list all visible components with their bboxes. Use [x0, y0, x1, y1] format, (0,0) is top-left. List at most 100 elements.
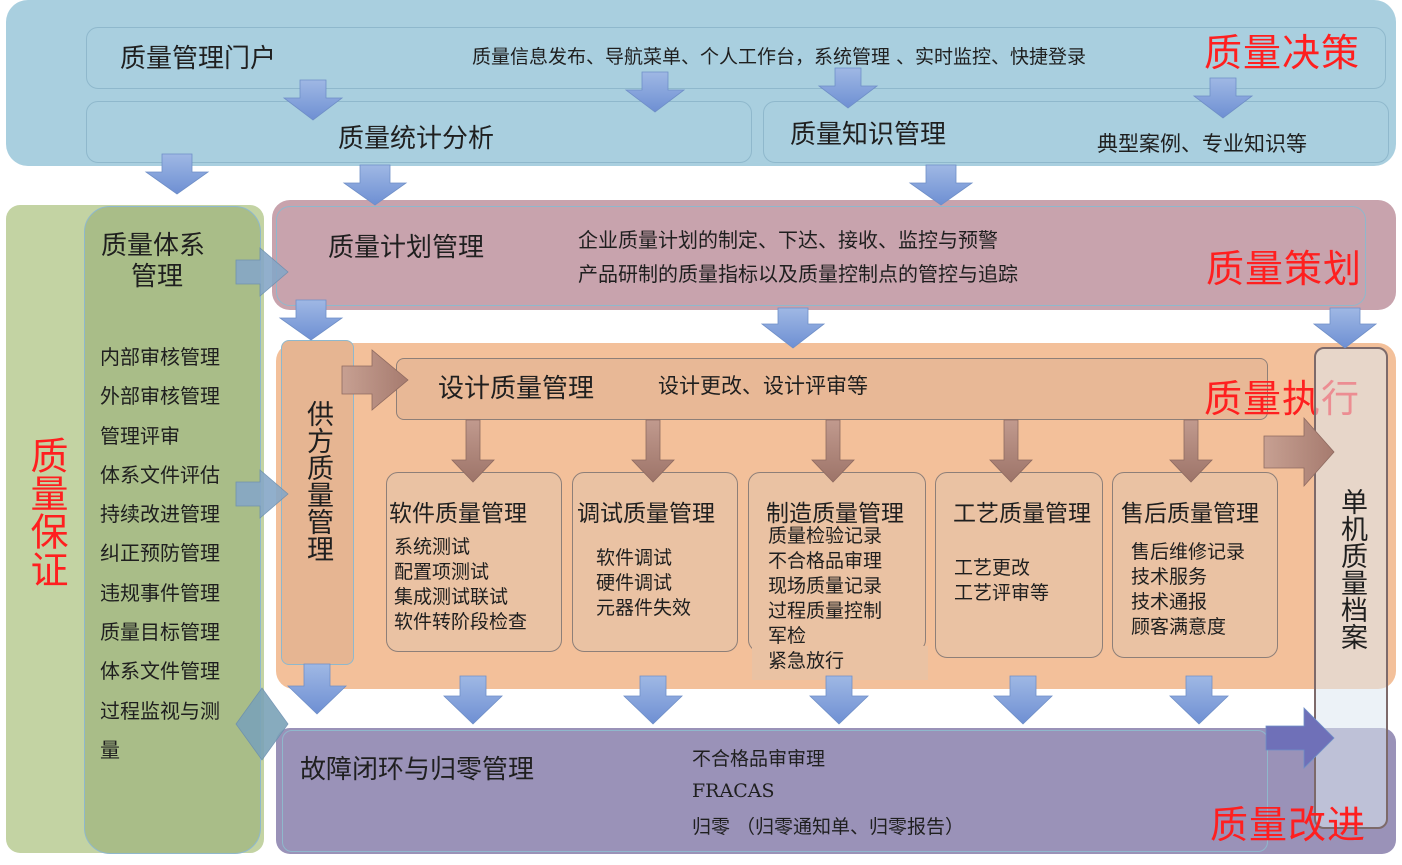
right-arrow — [235, 247, 289, 297]
module-item: 系统测试 — [394, 536, 471, 558]
down-arrow — [278, 299, 344, 341]
right-arrow — [341, 349, 409, 411]
archive-label: 单机质量档案 — [1336, 488, 1367, 650]
assurance-item: 管理评审 — [100, 423, 180, 448]
down-arrow — [623, 675, 683, 725]
module-item: 工艺更改 — [954, 557, 1031, 579]
process-quality-title: 工艺质量管理 — [953, 501, 1091, 527]
planning-box — [276, 206, 1366, 306]
portal-title: 质量管理门户 — [120, 44, 277, 74]
decision-label: 质量决策 — [1204, 31, 1361, 75]
design-box — [396, 358, 1268, 420]
system-title-1: 质量体系 — [101, 231, 206, 261]
module-item: 质量检验记录 — [768, 525, 883, 547]
assurance-system-box — [84, 206, 261, 854]
down-arrow — [1169, 419, 1213, 483]
assurance-item: 持续改进管理 — [100, 502, 220, 527]
aftersales-quality-box — [1112, 472, 1278, 658]
module-item: 现场质量记录 — [768, 575, 883, 597]
improvement-box — [282, 730, 1268, 852]
improvement-item: 不合格品审审理 — [692, 748, 826, 770]
module-item: 售后维修记录 — [1131, 541, 1246, 563]
module-item: 技术通报 — [1131, 591, 1208, 613]
down-arrow — [1312, 307, 1378, 349]
down-arrow — [760, 307, 826, 349]
down-arrow — [809, 675, 869, 725]
module-item: 不合格品审理 — [768, 550, 883, 572]
assurance-item: 体系文件管理 — [100, 659, 220, 684]
debug-quality-title: 调试质量管理 — [577, 501, 715, 527]
module-item: 硬件调试 — [596, 572, 673, 594]
stats-box — [86, 101, 752, 163]
module-item: 工艺评审等 — [954, 582, 1050, 604]
improvement-item: FRACAS — [692, 780, 775, 802]
down-arrow — [342, 164, 408, 206]
down-arrow — [1192, 77, 1254, 119]
down-arrow — [624, 71, 686, 113]
manufacturing-quality-box — [748, 472, 926, 652]
assurance-item: 外部审核管理 — [100, 384, 220, 409]
down-arrow — [443, 675, 503, 725]
assurance-item: 纠正预防管理 — [100, 541, 220, 566]
assurance-item: 内部审核管理 — [100, 345, 220, 369]
module-item: 软件调试 — [596, 547, 673, 569]
module-item: 顾客满意度 — [1131, 616, 1227, 638]
supplier-title: 供方质量管理 — [302, 400, 333, 562]
process-quality-items: 工艺更改 工艺评审等 — [954, 556, 1049, 606]
down-arrow — [993, 675, 1053, 725]
down-arrow — [631, 419, 675, 483]
down-arrow — [287, 663, 347, 715]
assurance-item: 体系文件评估 — [100, 462, 220, 487]
down-arrow — [282, 79, 344, 121]
portal-items: 质量信息发布、导航菜单、个人工作台，系统管理 、实时监控、快捷登录 — [472, 46, 1087, 68]
planning-label: 质量策划 — [1206, 247, 1363, 291]
debug-quality-items: 软件调试 硬件调试 元器件失效 — [596, 546, 691, 621]
module-item: 软件转阶段检查 — [394, 611, 528, 633]
assurance-item: 量 — [100, 737, 120, 762]
diamond-connector — [235, 687, 289, 761]
right-arrow — [235, 469, 289, 519]
assurance-items: 内部审核管理 外部审核管理 管理评审 体系文件评估 持续改进管理 纠正预防管理 … — [100, 338, 220, 770]
down-arrow — [451, 419, 495, 483]
software-quality-box — [386, 472, 562, 652]
module-item: 技术服务 — [1131, 566, 1208, 588]
debug-quality-box — [572, 472, 738, 652]
down-arrow — [908, 164, 974, 206]
knowledge-items: 典型案例、专业知识等 — [1097, 132, 1307, 156]
system-title-2: 管理 — [131, 262, 184, 292]
aftersales-quality-title: 售后质量管理 — [1121, 501, 1259, 527]
module-item: 军检 — [768, 625, 807, 647]
module-item: 元器件失效 — [596, 597, 692, 619]
design-items: 设计更改、设计评审等 — [658, 374, 868, 398]
assurance-item: 过程监视与测 — [100, 698, 220, 723]
down-arrow — [811, 419, 855, 483]
improvement-item: 归零 （归零通知单、归零报告） — [692, 816, 965, 838]
assurance-label: 质量保证 — [24, 436, 68, 588]
assurance-item: 质量目标管理 — [100, 620, 220, 645]
software-quality-title: 软件质量管理 — [389, 501, 527, 527]
down-arrow — [817, 67, 879, 109]
process-quality-box — [935, 472, 1103, 658]
stats-title: 质量统计分析 — [338, 124, 495, 154]
module-item: 过程质量控制 — [768, 600, 883, 622]
archive-box — [1314, 347, 1388, 829]
aftersales-quality-items: 售后维修记录 技术服务 技术通报 顾客满意度 — [1131, 540, 1245, 640]
design-title: 设计质量管理 — [438, 374, 595, 404]
knowledge-box — [763, 101, 1389, 163]
module-item: 配置项测试 — [394, 561, 490, 583]
down-arrow — [989, 419, 1033, 483]
manufacturing-quality-title: 制造质量管理 — [766, 501, 904, 527]
manufacturing-overflow — [752, 646, 928, 680]
module-item: 集成测试联试 — [394, 586, 509, 608]
manufacturing-quality-items: 质量检验记录 不合格品审理 现场质量记录 过程质量控制 军检 紧急放行 — [768, 524, 882, 674]
module-item: 紧急放行 — [768, 650, 845, 672]
right-arrow — [1265, 707, 1335, 769]
improvement-label: 质量改进 — [1210, 803, 1367, 847]
down-arrow — [144, 153, 210, 195]
down-arrow — [1169, 675, 1229, 725]
planning-title: 质量计划管理 — [328, 233, 485, 263]
portal-box — [86, 27, 1386, 89]
knowledge-title: 质量知识管理 — [790, 120, 947, 150]
software-quality-items: 系统测试 配置项测试 集成测试联试 软件转阶段检查 — [394, 535, 527, 635]
